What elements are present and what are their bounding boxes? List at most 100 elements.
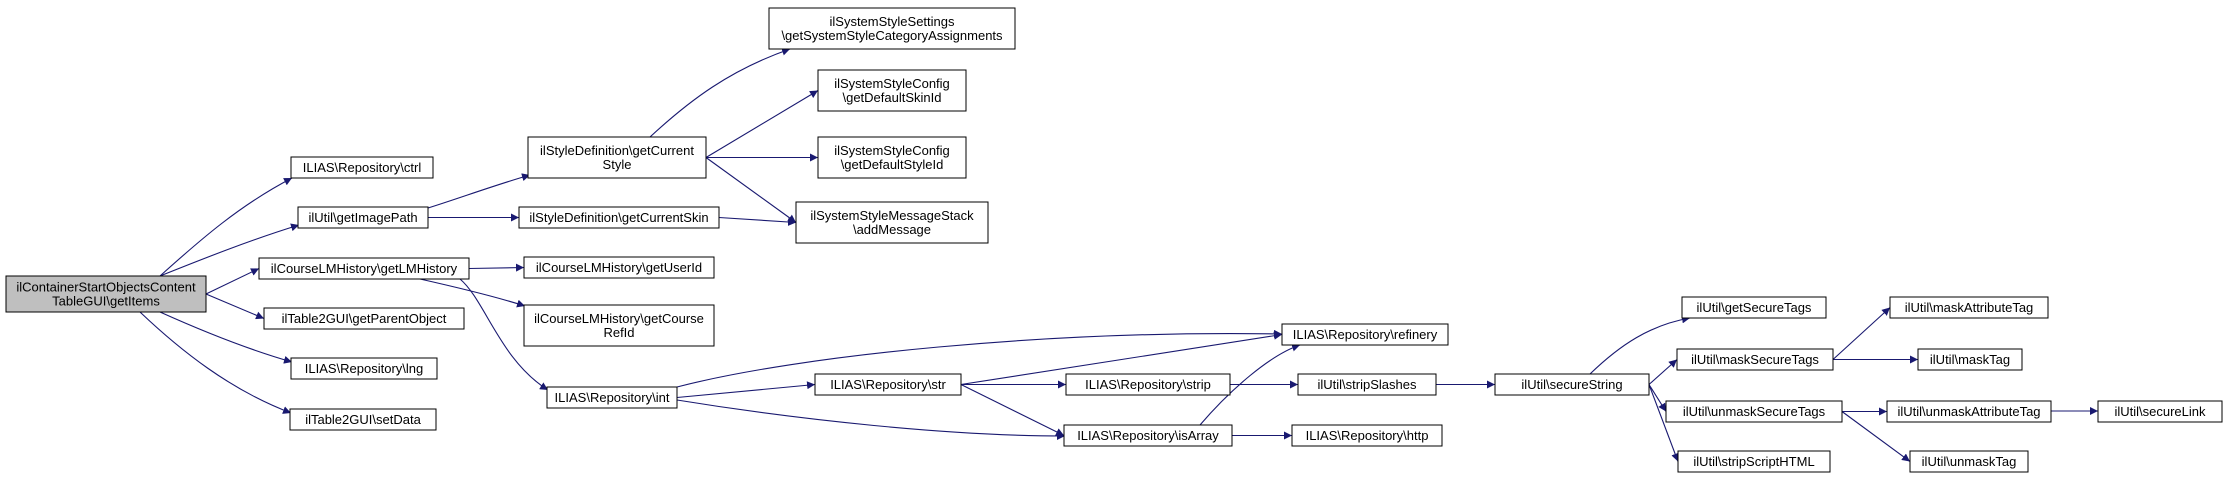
node-box-n9 [523,256,715,279]
node-n25[interactable]: ilUtil\unmaskSecureTags [1665,400,1843,423]
node-box-n13 [817,69,967,112]
node-label-n29-line-0: ilUtil\unmaskAttributeTag [1897,404,2040,419]
node-box-n1 [290,156,434,179]
node-box-n25 [1665,400,1843,423]
node-n5[interactable]: ILIAS\Repository\lng [290,357,438,380]
node-n24[interactable]: ilUtil\maskSecureTags [1676,348,1834,371]
node-label-n31-line-0: ilUtil\secureLink [2114,404,2206,419]
node-label-n15-line-1: \addMessage [853,222,931,237]
node-n21[interactable]: ILIAS\Repository\http [1291,424,1443,447]
node-n19[interactable]: ILIAS\Repository\isArray [1063,424,1233,447]
node-box-n4 [263,307,465,330]
node-box-n8 [518,206,720,229]
node-label-n16-line-0: ILIAS\Repository\str [830,377,946,392]
node-box-n29 [1886,400,2052,423]
edge-n25-to-n30 [1841,411,1911,462]
node-label-n9-line-0: ilCourseLMHistory\getUserId [536,260,702,275]
node-n18[interactable]: ILIAS\Repository\strip [1065,373,1231,396]
edge-n16-to-n19 [960,384,1065,436]
node-label-n14-line-1: \getDefaultStyleId [841,157,944,172]
node-n23[interactable]: ilUtil\getSecureTags [1681,296,1827,319]
node-box-n12 [768,7,1016,50]
node-n22[interactable]: ilUtil\secureString [1494,373,1650,396]
node-n15[interactable]: ilSystemStyleMessageStack\addMessage [795,201,989,244]
edge-n0-to-n6 [139,311,292,414]
node-box-n20 [1297,373,1437,396]
node-label-n5-line-0: ILIAS\Repository\lng [305,361,424,376]
node-n11[interactable]: ILIAS\Repository\int [546,386,678,409]
edge-n11-to-n17 [676,329,1283,388]
node-label-n27-line-0: ilUtil\maskAttributeTag [1905,300,2034,315]
node-n0[interactable]: ilContainerStartObjectsContentTableGUI\g… [5,275,207,313]
node-n2[interactable]: ilUtil\getImagePath [297,206,429,229]
node-box-n0 [5,275,207,313]
node-n1[interactable]: ILIAS\Repository\ctrl [290,156,434,179]
node-n4[interactable]: ilTable2GUI\getParentObject [263,307,465,330]
node-n17[interactable]: ILIAS\Repository\refinery [1281,323,1449,346]
node-label-n23-line-0: ilUtil\getSecureTags [1697,300,1812,315]
node-n13[interactable]: ilSystemStyleConfig\getDefaultSkinId [817,69,967,112]
node-label-n26-line-0: ilUtil\stripScriptHTML [1693,454,1814,469]
node-label-n19-line-0: ILIAS\Repository\isArray [1077,428,1219,443]
node-n16[interactable]: ILIAS\Repository\str [814,373,962,396]
node-label-n7-line-1: Style [603,157,632,172]
node-n3[interactable]: ilCourseLMHistory\getLMHistory [258,257,470,280]
node-label-n8-line-0: ilStyleDefinition\getCurrentSkin [529,210,708,225]
node-box-n14 [817,136,967,179]
edge-n11-to-n16 [676,381,816,399]
node-box-n6 [289,408,437,431]
edge-n0-to-n2 [159,223,300,277]
node-label-n17-line-0: ILIAS\Repository\refinery [1293,327,1438,342]
edge-n8-to-n15 [718,216,797,226]
node-n9[interactable]: ilCourseLMHistory\getUserId [523,256,715,279]
node-label-n7-line-0: ilStyleDefinition\getCurrent [540,143,694,158]
node-label-n11-line-0: ILIAS\Repository\int [555,390,670,405]
edge-n3-to-n9 [468,263,525,272]
node-label-n0-line-1: TableGUI\getItems [52,294,160,309]
node-label-n0-line-0: ilContainerStartObjectsContent [16,280,196,295]
edge-n16-to-n17 [960,331,1283,386]
node-n27[interactable]: ilUtil\maskAttributeTag [1889,296,2049,319]
node-label-n2-line-0: ilUtil\getImagePath [308,210,417,225]
node-n28[interactable]: ilUtil\maskTag [1917,348,2023,371]
edge-n0-to-n5 [159,311,293,364]
node-label-n3-line-0: ilCourseLMHistory\getLMHistory [271,261,458,276]
node-label-n13-line-0: ilSystemStyleConfig [834,76,950,91]
node-box-n16 [814,373,962,396]
node-box-n7 [527,136,707,179]
node-box-n3 [258,257,470,280]
node-n30[interactable]: ilUtil\unmaskTag [1909,450,2029,473]
node-label-n22-line-0: ilUtil\secureString [1521,377,1622,392]
node-box-n30 [1909,450,2029,473]
node-box-n5 [290,357,438,380]
edge-n2-to-n7 [427,173,531,209]
node-n29[interactable]: ilUtil\unmaskAttributeTag [1886,400,2052,423]
node-label-n10-line-0: ilCourseLMHistory\getCourse [534,311,704,326]
node-n20[interactable]: ilUtil\stripSlashes [1297,373,1437,396]
edge-n22-to-n26 [1648,384,1679,462]
edge-n19-to-n17 [1199,343,1301,426]
edge-n0-to-n3 [205,268,260,295]
node-n12[interactable]: ilSystemStyleSettings\getSystemStyleCate… [768,7,1016,50]
node-n31[interactable]: ilUtil\secureLink [2097,400,2223,423]
edge-n3-to-n11 [459,278,549,391]
node-box-n22 [1494,373,1650,396]
edge-n0-to-n1 [159,177,293,277]
node-box-n18 [1065,373,1231,396]
node-box-n17 [1281,323,1449,346]
node-box-n26 [1677,450,1831,473]
node-label-n15-line-0: ilSystemStyleMessageStack [810,208,974,223]
node-box-n24 [1676,348,1834,371]
node-n14[interactable]: ilSystemStyleConfig\getDefaultStyleId [817,136,967,179]
node-n6[interactable]: ilTable2GUI\setData [289,408,437,431]
node-n26[interactable]: ilUtil\stripScriptHTML [1677,450,1831,473]
node-label-n18-line-0: ILIAS\Repository\strip [1085,377,1211,392]
node-n8[interactable]: ilStyleDefinition\getCurrentSkin [518,206,720,229]
node-label-n14-line-0: ilSystemStyleConfig [834,143,950,158]
node-box-n19 [1063,424,1233,447]
node-label-n30-line-0: ilUtil\unmaskTag [1922,454,2017,469]
node-box-n15 [795,201,989,244]
node-box-n21 [1291,424,1443,447]
